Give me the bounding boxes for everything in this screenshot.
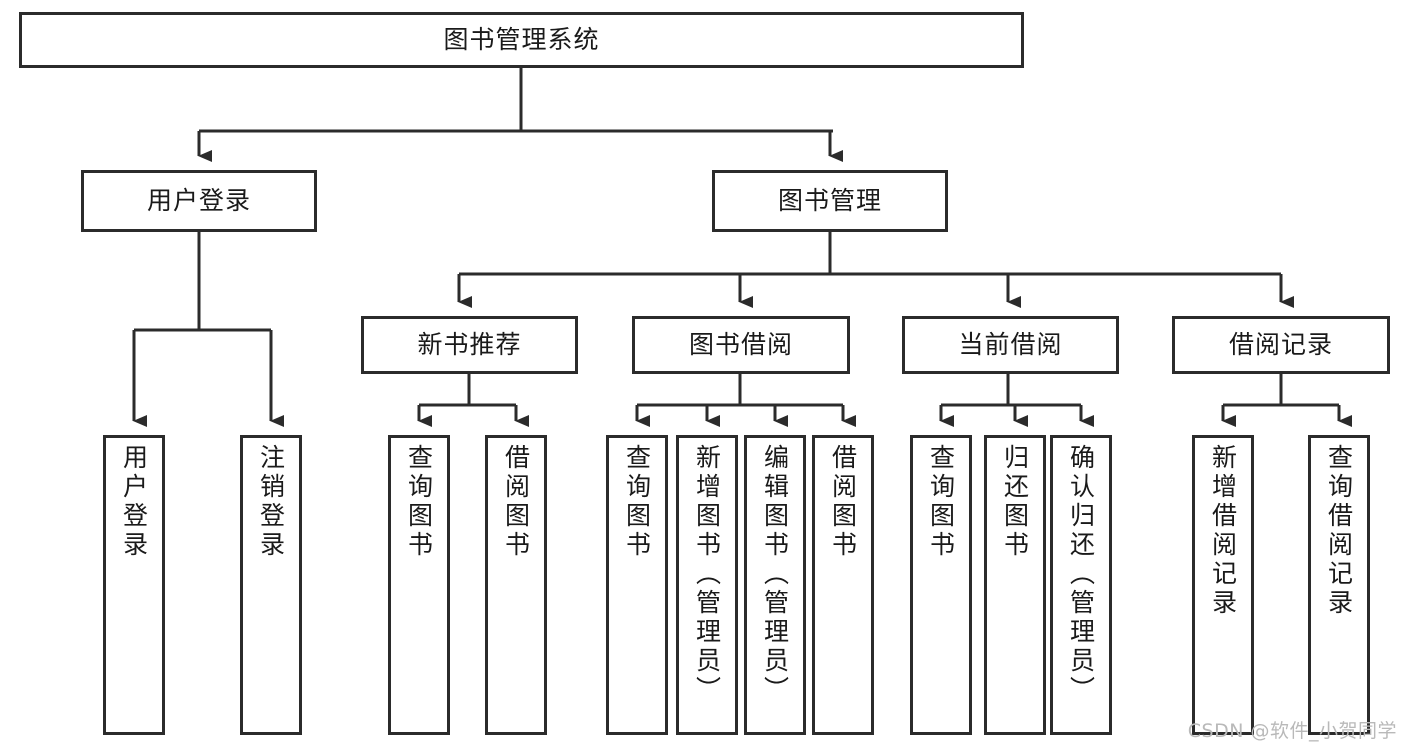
- node-label: 新增图书（管理员）: [692, 444, 722, 705]
- node-label: 新书推荐: [417, 330, 522, 360]
- node-label: 查询图书: [404, 444, 434, 560]
- leaf-borrow-book-newbook[interactable]: 借阅图书: [485, 435, 547, 735]
- node-label: 图书管理: [777, 186, 882, 216]
- node-book-borrow[interactable]: 图书借阅: [632, 316, 850, 374]
- node-label: 用户登录: [146, 186, 251, 216]
- leaf-borrow-book-borrow[interactable]: 借阅图书: [812, 435, 874, 735]
- leaf-logout[interactable]: 注销登录: [240, 435, 302, 735]
- leaf-query-book-current[interactable]: 查询图书: [910, 435, 972, 735]
- leaf-add-borrow-record[interactable]: 新增借阅记录: [1192, 435, 1254, 735]
- node-label: 注销登录: [256, 444, 286, 560]
- leaf-return-book[interactable]: 归还图书: [984, 435, 1046, 735]
- node-book-manage[interactable]: 图书管理: [712, 170, 948, 232]
- node-user-login[interactable]: 用户登录: [81, 170, 317, 232]
- node-label: 编辑图书（管理员）: [760, 444, 790, 705]
- node-label: 借阅图书: [501, 444, 531, 560]
- node-label: 新增借阅记录: [1208, 444, 1238, 618]
- leaf-edit-book-admin[interactable]: 编辑图书（管理员）: [744, 435, 806, 735]
- leaf-confirm-return-admin[interactable]: 确认归还（管理员）: [1050, 435, 1112, 735]
- leaf-query-book-borrow[interactable]: 查询图书: [606, 435, 668, 735]
- node-label: 借阅记录: [1228, 330, 1333, 360]
- node-borrow-record[interactable]: 借阅记录: [1172, 316, 1390, 374]
- node-label: 用户登录: [119, 444, 149, 560]
- leaf-query-borrow-record[interactable]: 查询借阅记录: [1308, 435, 1370, 735]
- node-current-borrow[interactable]: 当前借阅: [902, 316, 1119, 374]
- node-label: 当前借阅: [958, 330, 1063, 360]
- leaf-add-book-admin[interactable]: 新增图书（管理员）: [676, 435, 738, 735]
- node-label: 归还图书: [1000, 444, 1030, 560]
- node-label: 图书借阅: [688, 330, 793, 360]
- node-label: 借阅图书: [828, 444, 858, 560]
- leaf-query-book-newbook[interactable]: 查询图书: [388, 435, 450, 735]
- node-label: 查询借阅记录: [1324, 444, 1354, 618]
- node-new-book-recommend[interactable]: 新书推荐: [361, 316, 578, 374]
- watermark-text: CSDN @软件_小贺同学: [1187, 720, 1397, 742]
- node-root-system[interactable]: 图书管理系统: [19, 12, 1024, 68]
- node-label: 确认归还（管理员）: [1066, 444, 1096, 705]
- node-label: 查询图书: [622, 444, 652, 560]
- node-label: 图书管理系统: [443, 25, 600, 55]
- leaf-user-login[interactable]: 用户登录: [103, 435, 165, 735]
- node-label: 查询图书: [926, 444, 956, 560]
